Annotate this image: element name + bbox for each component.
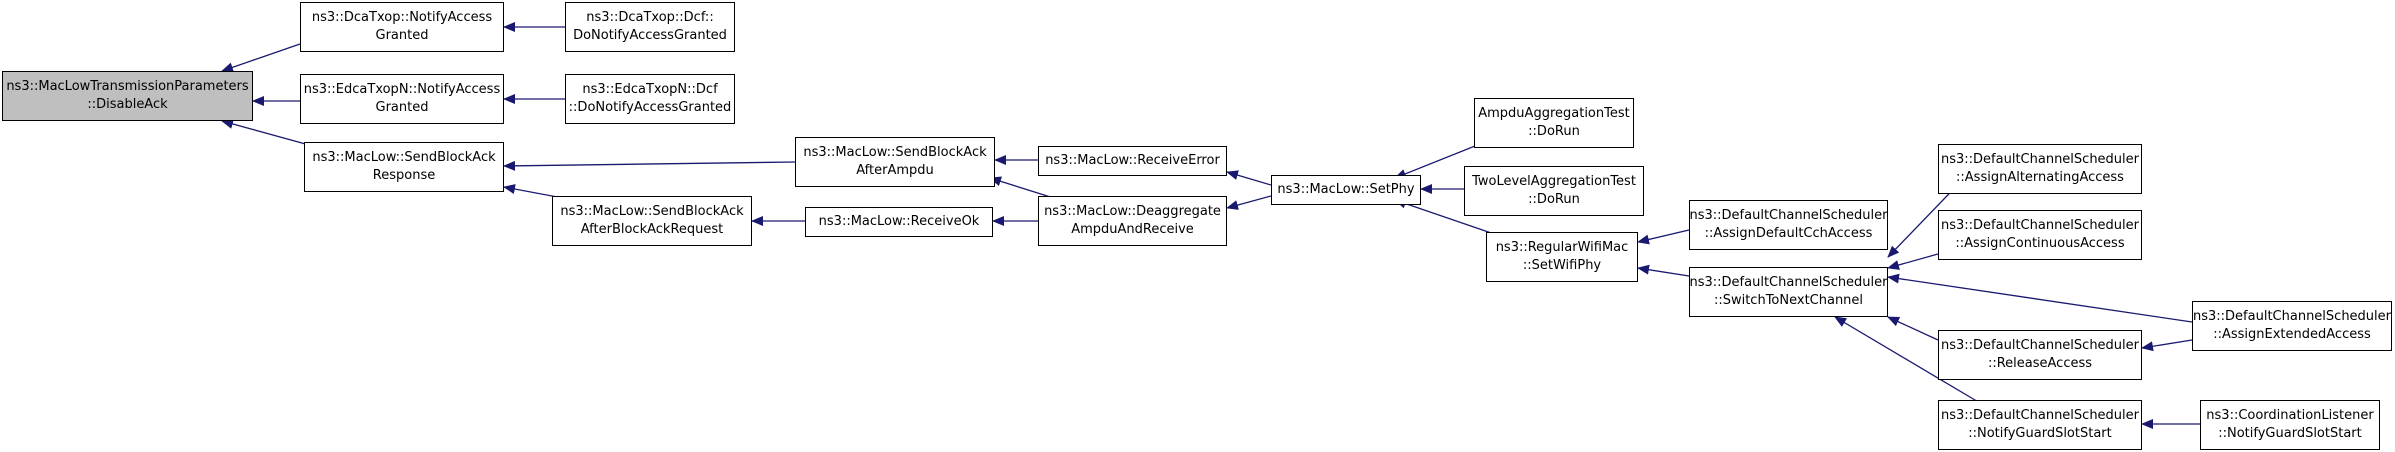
node-regular-wifi-mac-line-2: ::SetWifiPhy bbox=[1522, 258, 1602, 273]
node-send-block-ack-response-line-2: Response bbox=[372, 168, 436, 183]
edge-extended-to-release bbox=[2141, 339, 2193, 352]
node-assign-continuous-access-line-1: ns3::DefaultChannelScheduler bbox=[1941, 218, 2139, 233]
node-two-level-aggregation-test[interactable]: TwoLevelAggregationTest ::DoRun bbox=[1464, 166, 1644, 216]
edge-release-to-switch bbox=[1887, 316, 1939, 341]
node-set-phy[interactable]: ns3::MacLow::SetPhy bbox=[1271, 175, 1421, 205]
node-switch-to-next-channel-line-2: ::SwitchToNextChannel bbox=[1713, 293, 1864, 308]
node-assign-alternating-access-line-1: ns3::DefaultChannelScheduler bbox=[1941, 152, 2139, 167]
edge-extended-to-switch bbox=[1887, 273, 2193, 323]
node-edca-notify-line-2: Granted bbox=[375, 100, 429, 115]
node-receive-ok[interactable]: ns3::MacLow::ReceiveOk bbox=[805, 207, 993, 237]
node-deaggregate-line-1: ns3::MacLow::Deaggregate bbox=[1044, 204, 1221, 219]
edge-continuous-to-switch bbox=[1887, 253, 1939, 270]
node-assign-default-cch-access[interactable]: ns3::DefaultChannelScheduler ::AssignDef… bbox=[1689, 200, 1888, 250]
edge-regular-wifi-to-set-phy bbox=[1394, 198, 1501, 237]
node-notify-guard-slot-start[interactable]: ns3::DefaultChannelScheduler ::NotifyGua… bbox=[1938, 400, 2142, 450]
node-receive-error-line-1: ns3::MacLow::ReceiveError bbox=[1045, 153, 1220, 168]
node-receive-error[interactable]: ns3::MacLow::ReceiveError bbox=[1038, 146, 1227, 176]
node-assign-extended-access[interactable]: ns3::DefaultChannelScheduler ::AssignExt… bbox=[2192, 301, 2392, 351]
node-deaggregate[interactable]: ns3::MacLow::Deaggregate AmpduAndReceive bbox=[1038, 196, 1227, 246]
node-switch-to-next-channel-line-1: ns3::DefaultChannelScheduler bbox=[1689, 275, 1888, 290]
node-assign-extended-access-line-1: ns3::DefaultChannelScheduler bbox=[2193, 309, 2391, 324]
node-assign-default-cch-access-line-2: ::AssignDefaultCchAccess bbox=[1704, 226, 1873, 241]
edge-set-phy-to-receive-error bbox=[1226, 170, 1272, 186]
node-disable-ack-line-1: ns3::MacLowTransmissionParameters bbox=[6, 79, 249, 94]
node-ampdu-aggregation-test-line-1: AmpduAggregationTest bbox=[1478, 106, 1630, 121]
node-assign-alternating-access-line-2: ::AssignAlternatingAccess bbox=[1956, 170, 2124, 185]
node-ampdu-aggregation-test-line-2: ::DoRun bbox=[1528, 124, 1580, 139]
node-send-block-ack-after-request-line-2: AfterBlockAckRequest bbox=[580, 222, 724, 237]
node-assign-extended-access-line-2: ::AssignExtendedAccess bbox=[2213, 327, 2371, 342]
node-disable-ack: ns3::MacLowTransmissionParameters ::Disa… bbox=[2, 71, 253, 121]
node-coordination-listener-line-1: ns3::CoordinationListener bbox=[2206, 408, 2374, 423]
node-send-block-ack-after-request-line-1: ns3::MacLow::SendBlockAck bbox=[560, 204, 744, 219]
node-dca-dcf[interactable]: ns3::DcaTxop::Dcf:: DoNotifyAccessGrante… bbox=[565, 2, 735, 52]
node-notify-guard-slot-start-line-2: ::NotifyGuardSlotStart bbox=[1968, 426, 2112, 441]
node-disable-ack-line-2: ::DisableAck bbox=[87, 97, 168, 112]
node-dca-notify[interactable]: ns3::DcaTxop::NotifyAccess Granted bbox=[300, 2, 504, 52]
node-release-access-line-1: ns3::DefaultChannelScheduler bbox=[1941, 338, 2139, 353]
node-release-access[interactable]: ns3::DefaultChannelScheduler ::ReleaseAc… bbox=[1938, 330, 2142, 380]
node-send-block-ack-response[interactable]: ns3::MacLow::SendBlockAck Response bbox=[304, 142, 504, 192]
edge-set-phy-to-deaggregate bbox=[1226, 195, 1272, 210]
node-assign-continuous-access[interactable]: ns3::DefaultChannelScheduler ::AssignCon… bbox=[1938, 210, 2142, 260]
node-assign-alternating-access[interactable]: ns3::DefaultChannelScheduler ::AssignAlt… bbox=[1938, 144, 2142, 194]
node-send-block-ack-after-request[interactable]: ns3::MacLow::SendBlockAck AfterBlockAckR… bbox=[552, 196, 752, 246]
node-release-access-line-2: ::ReleaseAccess bbox=[1987, 356, 2093, 371]
node-send-block-ack-after-ampdu[interactable]: ns3::MacLow::SendBlockAck AfterAmpdu bbox=[795, 137, 995, 187]
node-dca-dcf-line-2: DoNotifyAccessGranted bbox=[573, 28, 727, 43]
node-edca-dcf[interactable]: ns3::EdcaTxopN::Dcf ::DoNotifyAccessGran… bbox=[565, 74, 735, 124]
node-ampdu-aggregation-test[interactable]: AmpduAggregationTest ::DoRun bbox=[1474, 98, 1634, 148]
node-receive-ok-line-1: ns3::MacLow::ReceiveOk bbox=[818, 214, 980, 229]
node-two-level-aggregation-test-line-2: ::DoRun bbox=[1528, 192, 1580, 207]
node-set-phy-line-1: ns3::MacLow::SetPhy bbox=[1277, 182, 1415, 197]
node-send-block-ack-after-ampdu-line-1: ns3::MacLow::SendBlockAck bbox=[803, 145, 987, 160]
node-edca-notify-line-1: ns3::EdcaTxopN::NotifyAccess bbox=[303, 82, 501, 97]
node-coordination-listener-line-2: ::NotifyGuardSlotStart bbox=[2218, 426, 2362, 441]
node-dca-notify-line-1: ns3::DcaTxop::NotifyAccess bbox=[311, 10, 493, 25]
edge-dca-notify-to-disable-ack bbox=[221, 43, 301, 73]
edge-notify-guard-to-switch bbox=[1834, 316, 1981, 404]
edge-switch-to-regular-wifi bbox=[1637, 264, 1690, 277]
edge-after-ampdu-to-resp bbox=[503, 160, 796, 171]
node-dca-dcf-line-1: ns3::DcaTxop::Dcf:: bbox=[586, 10, 714, 25]
node-switch-to-next-channel[interactable]: ns3::DefaultChannelScheduler ::SwitchToN… bbox=[1689, 267, 1888, 317]
edge-default-cch-to-regular-wifi bbox=[1637, 229, 1690, 245]
edge-send-block-ack-resp-to-disable-ack bbox=[221, 119, 321, 149]
node-deaggregate-line-2: AmpduAndReceive bbox=[1071, 222, 1194, 237]
node-two-level-aggregation-test-line-1: TwoLevelAggregationTest bbox=[1472, 174, 1636, 189]
node-regular-wifi-mac-line-1: ns3::RegularWifiMac bbox=[1495, 240, 1629, 255]
node-regular-wifi-mac[interactable]: ns3::RegularWifiMac ::SetWifiPhy bbox=[1486, 232, 1638, 282]
node-assign-default-cch-access-line-1: ns3::DefaultChannelScheduler bbox=[1689, 208, 1888, 223]
node-notify-guard-slot-start-line-1: ns3::DefaultChannelScheduler bbox=[1941, 408, 2139, 423]
node-send-block-ack-response-line-1: ns3::MacLow::SendBlockAck bbox=[312, 150, 496, 165]
node-send-block-ack-after-ampdu-line-2: AfterAmpdu bbox=[856, 163, 934, 178]
node-coordination-listener[interactable]: ns3::CoordinationListener ::NotifyGuardS… bbox=[2200, 400, 2380, 450]
node-edca-dcf-line-1: ns3::EdcaTxopN::Dcf bbox=[582, 82, 718, 97]
node-dca-notify-line-2: Granted bbox=[375, 28, 429, 43]
node-edca-notify[interactable]: ns3::EdcaTxopN::NotifyAccess Granted bbox=[300, 74, 504, 124]
node-edca-dcf-line-2: ::DoNotifyAccessGranted bbox=[568, 100, 732, 115]
node-assign-continuous-access-line-2: ::AssignContinuousAccess bbox=[1955, 236, 2125, 251]
